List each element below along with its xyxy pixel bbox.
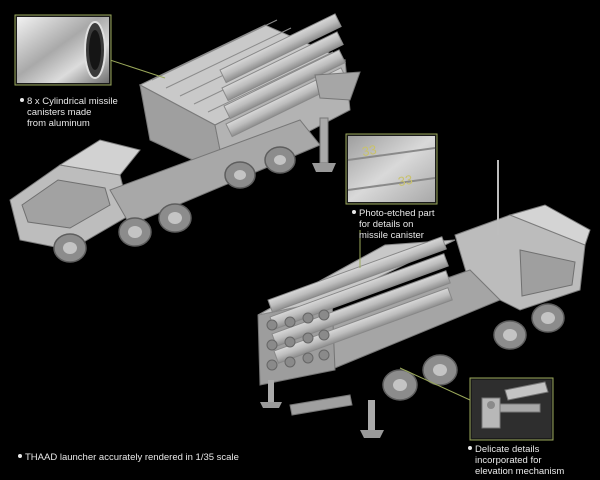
upper-launcher-truck [9, 13, 361, 263]
bullet-icon [468, 446, 472, 450]
bullet-icon [352, 210, 356, 214]
upper-missile-canister-pack [138, 13, 351, 176]
elevation-mechanism-inset [469, 377, 554, 441]
canister-marking-2: 33 [396, 171, 414, 190]
bullet-icon [20, 98, 24, 102]
elevation-caption: Delicate details incorporated for elevat… [468, 444, 564, 477]
photo-etched-caption: Photo-etched part for details on missile… [352, 208, 435, 241]
canister-marking-1: 33 [360, 141, 378, 160]
lower-missile-canister-pack [257, 236, 456, 386]
canisters-caption: 8 x Cylindrical missile canisters made f… [20, 96, 118, 129]
photo-etched-inset [345, 133, 438, 205]
callout-lines [109, 59, 471, 401]
aluminum-canister-inset [14, 14, 112, 86]
bullet-icon [18, 454, 22, 458]
thaad-scale-caption: THAAD launcher accurately rendered in 1/… [18, 452, 239, 463]
lower-launcher-truck [257, 160, 591, 438]
